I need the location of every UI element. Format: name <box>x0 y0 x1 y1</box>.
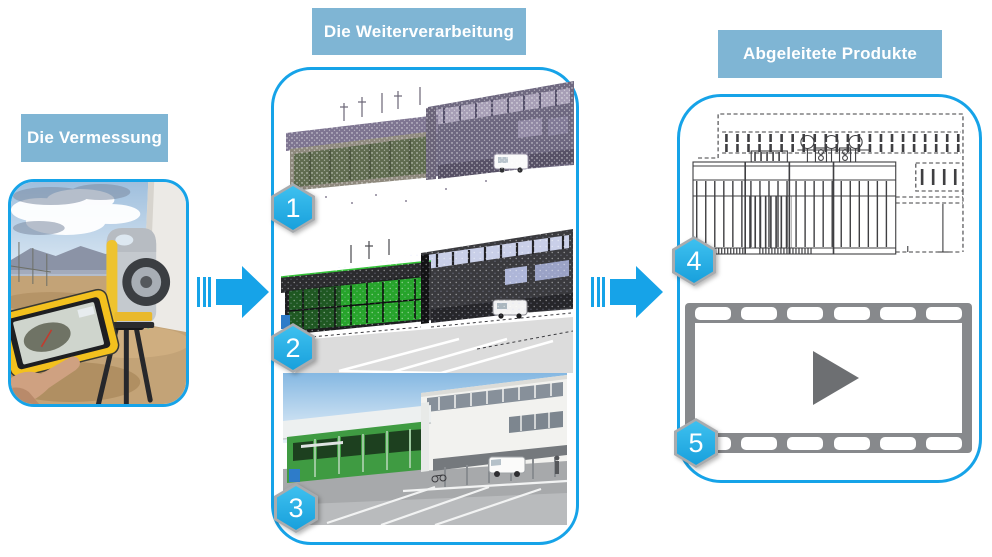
survey-photo <box>11 182 186 404</box>
arrow-shaft <box>609 279 636 305</box>
arrow-shaft <box>215 279 242 305</box>
laser-scanner <box>106 228 171 329</box>
hidden-lines <box>698 113 964 253</box>
film-hole <box>787 306 824 320</box>
field-tablet <box>11 288 120 378</box>
arrow-stripe <box>202 277 206 307</box>
step-badge-5: 5 <box>674 418 718 468</box>
step-number: 4 <box>686 245 702 276</box>
arrow-stripe <box>602 277 605 307</box>
play-icon[interactable] <box>812 351 859 405</box>
step-badge-3: 3 <box>274 483 318 533</box>
facade <box>692 161 897 255</box>
flow-arrow-1-icon <box>197 266 269 318</box>
step-badge-1: 1 <box>271 183 315 233</box>
elevation-drawing-image <box>691 100 970 270</box>
products-header: Abgeleitete Produkte <box>718 30 942 78</box>
arrow-stripe <box>591 277 594 307</box>
film-hole <box>741 436 778 450</box>
model-overlay-illustration <box>281 229 573 373</box>
cad-render-image <box>283 373 567 525</box>
film-hole <box>695 306 731 320</box>
parking-lines <box>338 337 554 373</box>
film-hole <box>741 306 778 320</box>
step-badge-2: 2 <box>271 323 315 373</box>
processing-header: Die Weiterverarbeitung <box>312 8 526 55</box>
film-hole <box>925 436 962 450</box>
roof-antennas <box>340 87 421 121</box>
film-hole <box>925 306 962 320</box>
film-hole <box>879 306 916 320</box>
step-badge-4: 4 <box>672 236 716 286</box>
arrow-stripe <box>208 277 211 307</box>
scanner-photo-illustration <box>11 182 186 404</box>
parking-lines <box>326 479 567 525</box>
survey-header: Die Vermessung <box>21 114 168 162</box>
step-number: 1 <box>285 192 301 223</box>
flow-arrow-2-icon <box>591 266 663 318</box>
point-cloud-illustration <box>286 81 574 204</box>
model-overlay-image <box>281 227 573 373</box>
roof-equipment <box>750 134 870 163</box>
filmstrip-perforations-bottom <box>695 433 962 453</box>
elevation-drawing-illustration <box>692 113 964 255</box>
step-number: 5 <box>688 427 704 458</box>
film-hole <box>833 306 870 320</box>
film-hole <box>879 436 916 450</box>
survey-panel <box>8 179 189 407</box>
film-hole <box>787 436 824 450</box>
video-screen <box>695 323 962 433</box>
cad-render-illustration <box>283 373 567 525</box>
filmstrip-perforations-top <box>695 303 962 323</box>
bicycles <box>431 474 447 483</box>
arrow-stripe <box>596 277 600 307</box>
video-filmstrip <box>685 303 972 453</box>
step-number: 2 <box>285 332 301 363</box>
arrow-head <box>241 266 269 318</box>
film-hole <box>833 436 870 450</box>
arrow-head <box>635 266 663 318</box>
arrow-stripe <box>197 277 200 307</box>
step-number: 3 <box>288 492 304 523</box>
fence <box>11 242 51 286</box>
point-cloud-image <box>286 77 574 233</box>
